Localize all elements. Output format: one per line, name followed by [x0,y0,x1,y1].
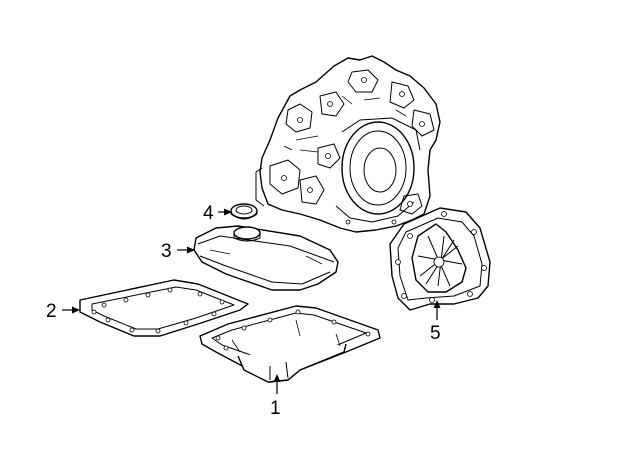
filter-seal [230,203,258,220]
pan-bolt-holes [215,309,371,351]
transmission-filter [193,225,339,291]
callout-label-2: 2 [46,301,57,322]
callout-label-1: 1 [270,398,281,419]
callout-label-5: 5 [430,323,441,344]
gasket-bolt-holes [91,287,225,334]
transmission-pan [199,305,381,383]
callout-5: 5 [430,300,441,344]
callout-3: 3 [161,241,195,262]
callout-label-3: 3 [161,241,172,262]
callout-1: 1 [270,374,281,419]
callout-4: 4 [203,203,232,224]
callout-label-4: 4 [203,203,214,224]
callout-2: 2 [46,301,80,322]
pan-gasket [79,279,249,337]
side-cover [389,207,491,311]
transmission-case [255,55,441,233]
